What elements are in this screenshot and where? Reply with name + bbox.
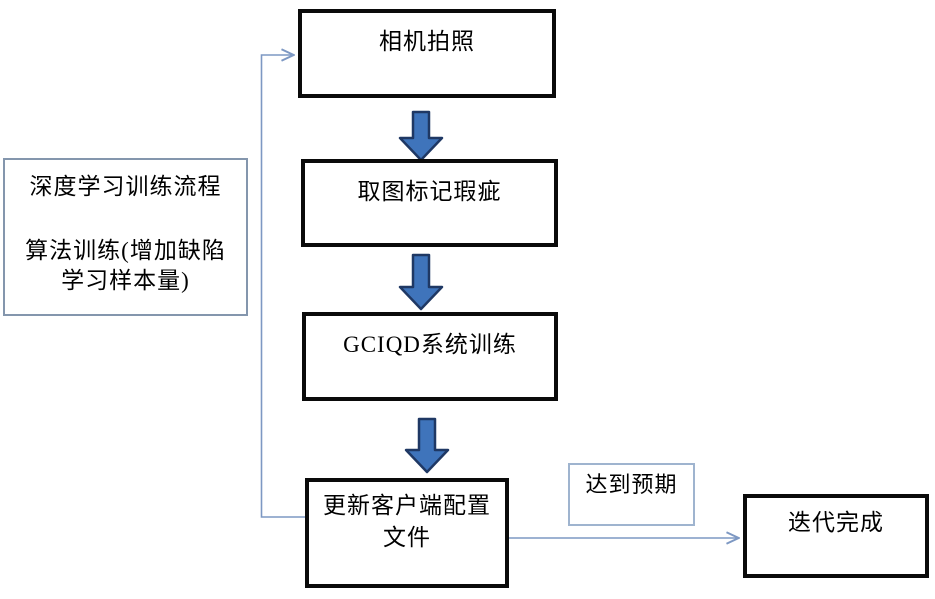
condition-label-box: 达到预期 (568, 463, 695, 526)
node-camera-capture-label: 相机拍照 (379, 29, 475, 54)
down-block-arrow-icon (404, 417, 450, 474)
node-update-config-label-line2: 文件 (383, 525, 431, 550)
feedback-connector-arrow (260, 55, 305, 518)
note-line3: 学习样本量) (61, 268, 190, 293)
node-system-training-label: GCIQD系统训练 (343, 332, 517, 357)
node-mark-defects: 取图标记瑕疵 (301, 159, 558, 247)
node-update-config-label-line1: 更新客户端配置 (323, 493, 491, 518)
condition-label: 达到预期 (585, 472, 678, 497)
node-camera-capture: 相机拍照 (298, 9, 556, 98)
note-spacer (5, 202, 246, 236)
note-line2: 算法训练(增加缺陷 (25, 238, 226, 263)
down-block-arrow-icon (398, 253, 444, 311)
node-update-config: 更新客户端配置 文件 (305, 478, 509, 588)
node-mark-defects-label: 取图标记瑕疵 (357, 179, 502, 204)
note-training-process: 深度学习训练流程 算法训练(增加缺陷 学习样本量) (3, 158, 248, 316)
node-iteration-done-label: 迭代完成 (788, 510, 884, 535)
note-line1: 深度学习训练流程 (29, 174, 222, 199)
node-iteration-done: 迭代完成 (743, 494, 929, 578)
node-system-training: GCIQD系统训练 (302, 312, 558, 401)
down-block-arrow-icon (398, 110, 444, 162)
